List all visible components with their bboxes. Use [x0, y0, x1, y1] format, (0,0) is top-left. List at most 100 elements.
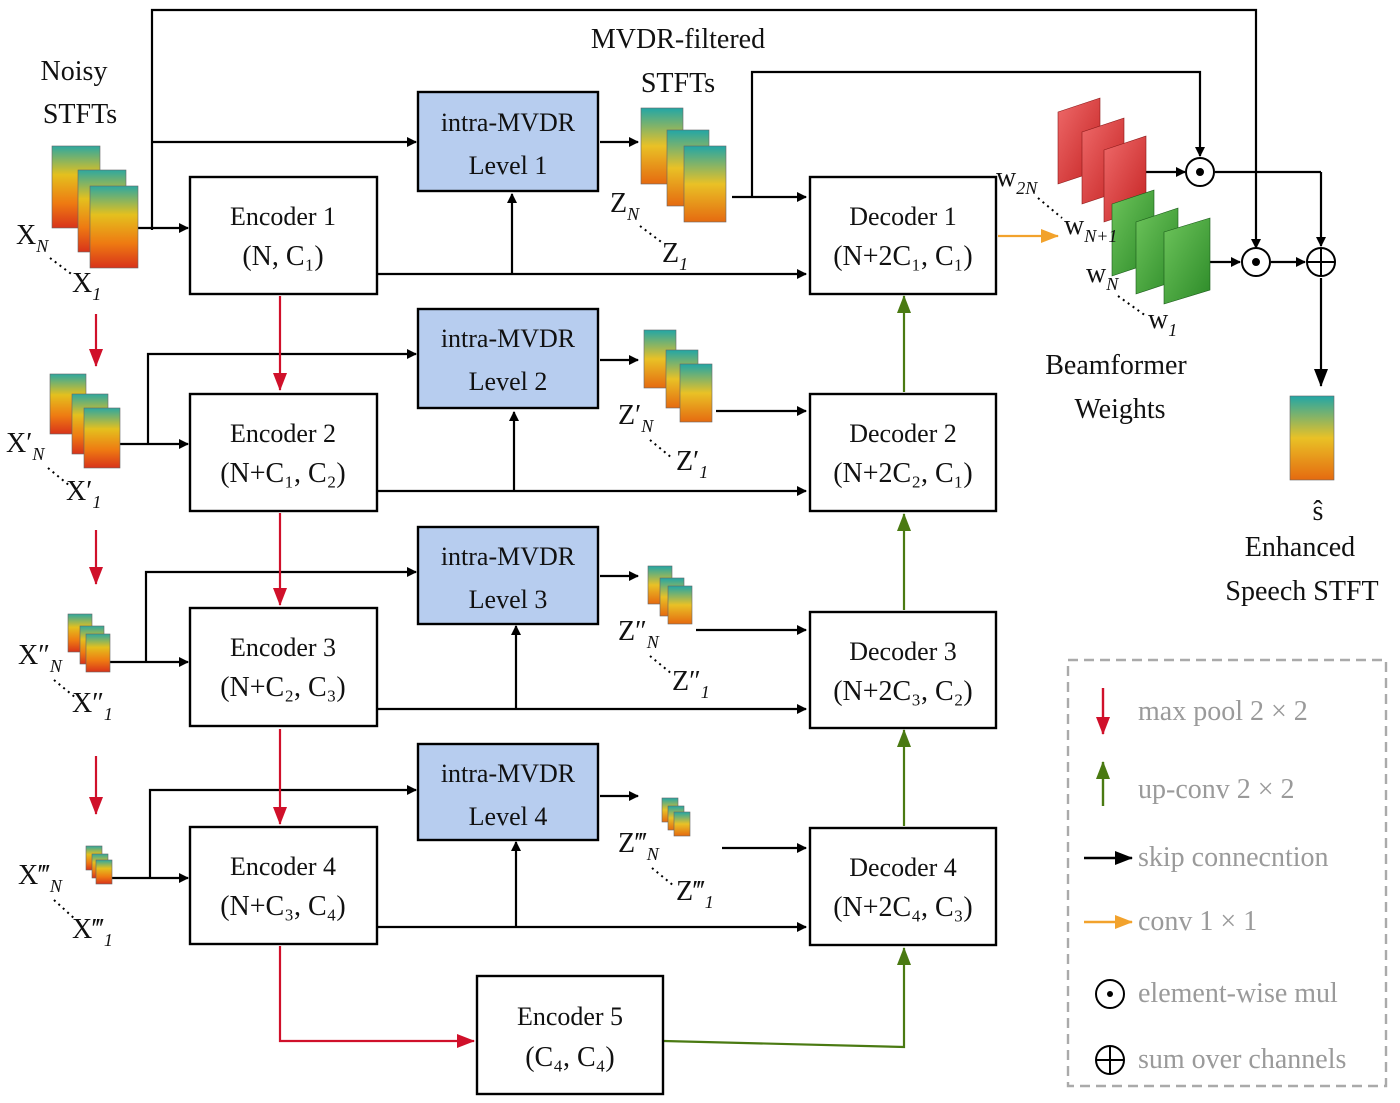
- decoder-3: Decoder 3 (N+2C₃, C₂): [808, 610, 998, 730]
- legend-item-mul: element-wise mul: [1095, 978, 1338, 1009]
- decoder-4: Decoder 4 (N+2C₄, C₃): [808, 826, 998, 947]
- x2-to-mvdr2-line: [146, 349, 417, 444]
- text-labels: Noisy STFTs MVDR-filtered STFTs Beamform…: [41, 24, 1379, 607]
- encoder-5-title: Encoder 5: [517, 1002, 623, 1031]
- z-level2-bottom: Z′1: [676, 446, 708, 482]
- spectrogram-stack-z3: [647, 565, 693, 625]
- encoder-3: Encoder 3 (N+C₂, C₃): [188, 606, 379, 728]
- x-level1-top: XN: [16, 220, 49, 256]
- legend-max-pool-text: max pool 2 × 2: [1138, 696, 1308, 727]
- noisy-to-mul2-line: [150, 8, 1261, 249]
- x-level1-bottom: X1: [72, 268, 101, 304]
- decoder-1: Decoder 1 (N+2C₁, C₁): [808, 175, 998, 296]
- encoder-3-title: Encoder 3: [230, 633, 336, 662]
- mvdr-filtered-label-1: MVDR-filtered: [591, 24, 765, 55]
- pool-enc4-enc5: [278, 946, 475, 1048]
- encoder-1-title: Encoder 1: [230, 202, 336, 231]
- noisy-label-1: Noisy: [41, 56, 108, 87]
- z-level3-top: Z″N: [618, 616, 660, 652]
- encoder-4-title: Encoder 4: [230, 852, 336, 881]
- beamformer-weight-blocks: [1057, 97, 1211, 305]
- encoder-2: Encoder 2 (N+C₁, C₂): [188, 392, 379, 513]
- spectrogram-stack-noisy: [51, 145, 139, 269]
- beamformer-label-1: Beamformer: [1045, 350, 1187, 381]
- legend-up-conv-text: up-conv 2 × 2: [1138, 774, 1295, 805]
- legend-item-skip: skip connecntion: [1084, 842, 1329, 873]
- encoder-4-dims: (N+C₃, C₄): [220, 891, 346, 922]
- spectrogram-stack-z2: [643, 329, 713, 423]
- legend-box: [1066, 658, 1388, 1088]
- noisy-label-2: STFTs: [43, 99, 117, 130]
- enhanced-spectrogram: [1289, 395, 1335, 481]
- decoder-1-dims: (N+2C₁, C₁): [833, 241, 973, 272]
- mvdr-level-1: intra-MVDR Level 1: [416, 90, 600, 193]
- legend-conv-text: conv 1 × 1: [1138, 906, 1257, 937]
- mvdr-filtered-label-2: STFTs: [641, 68, 715, 99]
- operators: [1185, 157, 1336, 277]
- filtered-spectrograms: [640, 107, 727, 837]
- filtered-channel-labels: ZN Z1 Z′N Z′1 Z″N Z″1 Z‴N Z‴1: [610, 188, 714, 912]
- elementwise-mul-1-icon: [1185, 157, 1215, 187]
- z-level2-top: Z′N: [618, 400, 654, 436]
- mvdr-2-line1: intra-MVDR: [441, 324, 576, 353]
- encoder-2-dims: (N+C₁, C₂): [220, 458, 346, 489]
- encoder-1-dims: (N, C₁): [242, 241, 323, 272]
- decoder-1-title: Decoder 1: [849, 202, 957, 231]
- channel-labels: XN X1 X′N X′1 X″N X″1 X‴N X‴1 ZN Z1 Z′N …: [6, 162, 1177, 950]
- encoder-4: Encoder 4 (N+C₃, C₄): [188, 825, 379, 946]
- legend-oplus-icon: [1095, 1045, 1125, 1075]
- elementwise-mul-2-icon: [1241, 247, 1271, 277]
- encoders: Encoder 1 (N, C₁) Encoder 2 (N+C₁, C₂) E…: [188, 175, 665, 1096]
- beamformer-label-2: Weights: [1074, 394, 1165, 425]
- x-level3-top: X″N: [18, 640, 63, 676]
- mvdr-2-line2: Level 2: [469, 367, 548, 396]
- z-level4-top: Z‴N: [618, 828, 660, 864]
- mvdr-3-line2: Level 3: [469, 585, 548, 614]
- encoder-3-dims: (N+C₂, C₃): [220, 672, 346, 703]
- input-spectrograms: [49, 145, 139, 885]
- legend-item-conv: conv 1 × 1: [1084, 906, 1257, 937]
- connectors: [89, 8, 1328, 1049]
- mvdr-3-line1: intra-MVDR: [441, 542, 576, 571]
- decoder-4-dims: (N+2C₄, C₃): [833, 892, 973, 923]
- decoder-3-dims: (N+2C₃, C₂): [833, 676, 973, 707]
- z-level3-bottom: Z″1: [672, 666, 710, 702]
- z-level4-bottom: Z‴1: [676, 876, 714, 912]
- mvdr-1-line1: intra-MVDR: [441, 108, 576, 137]
- decoder-2-dims: (N+2C₂, C₁): [833, 458, 973, 489]
- mvdr-4-line2: Level 4: [469, 802, 548, 831]
- spectrogram-stack-x2: [49, 373, 121, 469]
- z-level1-bottom: Z1: [662, 238, 688, 274]
- x-level4-bottom: X‴1: [72, 914, 113, 950]
- input-channel-labels: XN X1 X′N X′1 X″N X″1 X‴N X‴1: [6, 220, 113, 950]
- spectrogram-stack-z1: [640, 107, 727, 223]
- decoder-4-title: Decoder 4: [849, 853, 957, 882]
- weight-wn: wN: [1086, 258, 1119, 294]
- weight-wn1: wN+1: [1064, 210, 1117, 246]
- mvdr-level-3: intra-MVDR Level 3: [416, 525, 600, 626]
- legend-item-up-conv: up-conv 2 × 2: [1096, 761, 1295, 806]
- decoder-3-title: Decoder 3: [849, 637, 957, 666]
- legend-item-sum: sum over channels: [1095, 1044, 1346, 1075]
- spectrogram-stack-z4: [661, 797, 691, 837]
- weight-w1: w1: [1148, 304, 1177, 340]
- enhanced-label-1: Enhanced: [1245, 532, 1355, 563]
- z-level1-top: ZN: [610, 188, 640, 224]
- encoder-1: Encoder 1 (N, C₁): [188, 175, 379, 296]
- legend: max pool 2 × 2 up-conv 2 × 2 skip connec…: [1066, 658, 1388, 1088]
- sum-over-channels-icon: [1306, 247, 1336, 277]
- red-weight-stack: [1057, 97, 1147, 223]
- x3-to-mvdr3-line: [144, 567, 417, 662]
- x-level4-top: X‴N: [18, 860, 63, 896]
- mvdr-level-4: intra-MVDR Level 4: [416, 742, 600, 842]
- enhanced-label-2: Speech STFT: [1225, 576, 1378, 607]
- x-level2-bottom: X′1: [66, 476, 101, 512]
- decoder-2: Decoder 2 (N+2C₂, C₁): [808, 392, 998, 513]
- legend-item-max-pool: max pool 2 × 2: [1096, 688, 1308, 735]
- mvdr-level-2: intra-MVDR Level 2: [416, 307, 600, 410]
- encoder-5-dims: (C₄, C₄): [525, 1042, 615, 1073]
- legend-odot-icon: [1095, 979, 1125, 1009]
- legend-skip-text: skip connecntion: [1138, 842, 1329, 873]
- mvdr-1-line2: Level 1: [469, 151, 548, 180]
